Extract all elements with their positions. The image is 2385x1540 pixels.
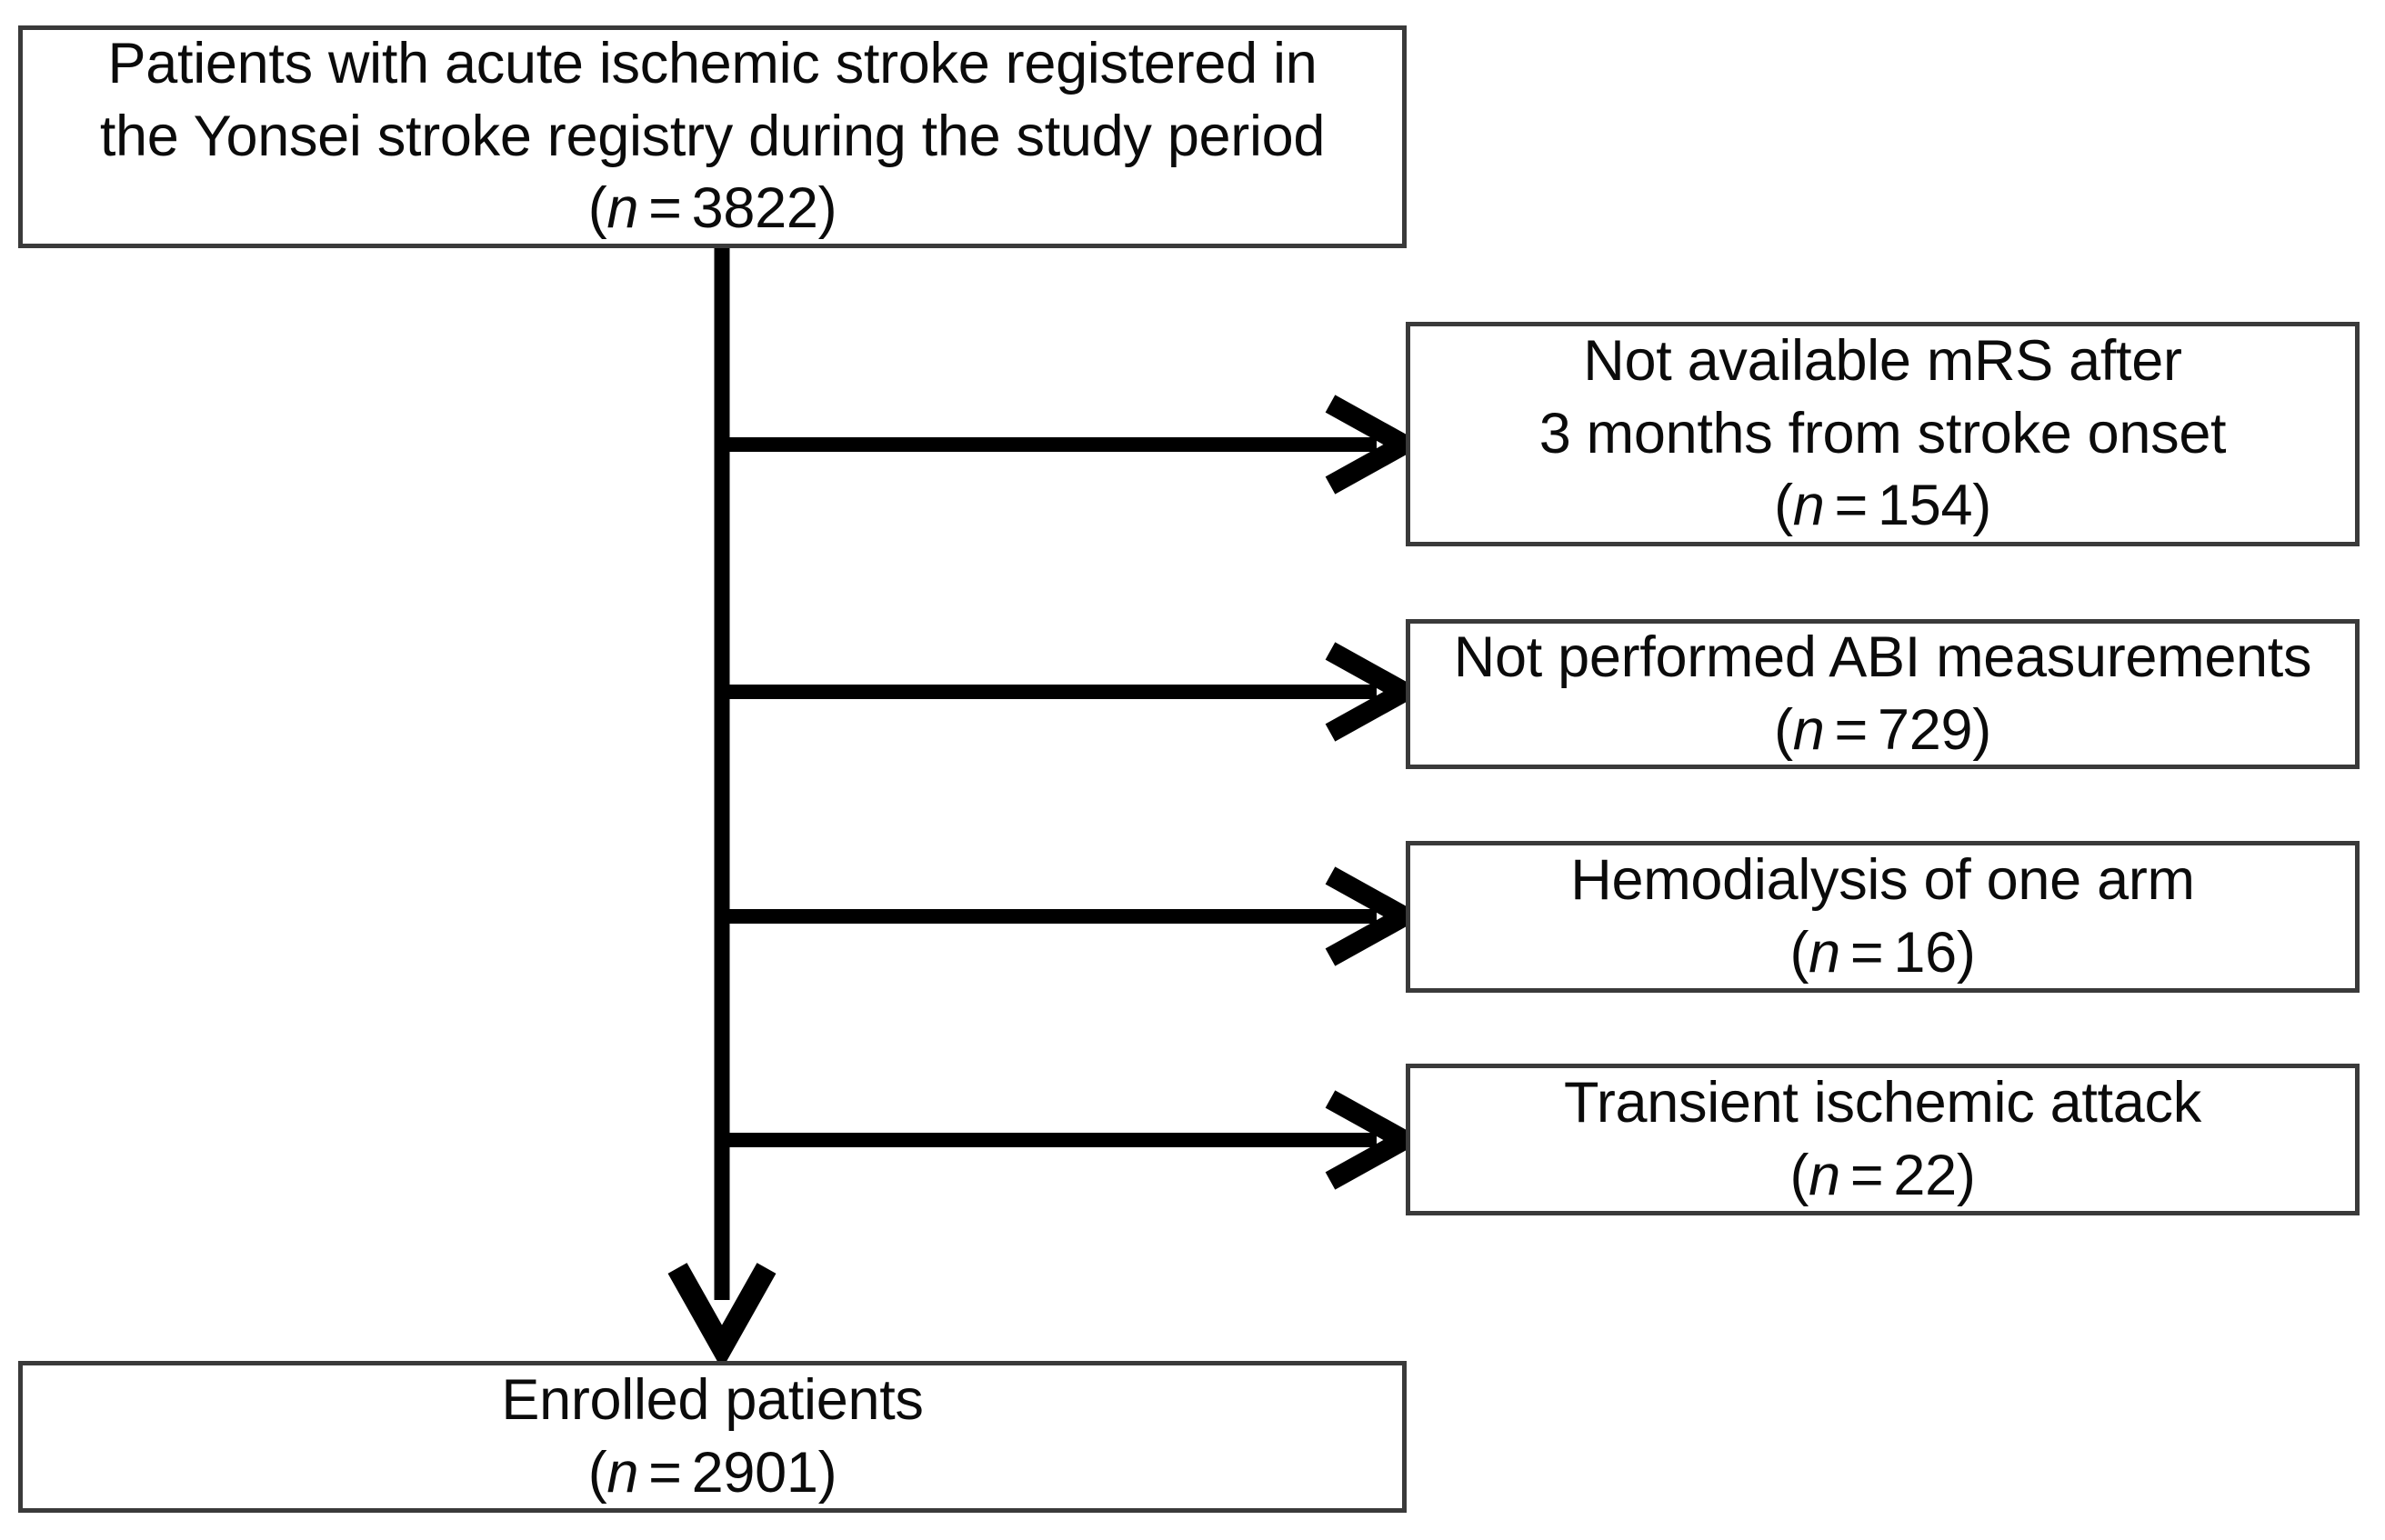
node-exclusion-no-abi: Not performed ABI measurements (n=729) — [1406, 619, 2360, 769]
equals-symbol: = — [1834, 697, 1869, 762]
node-exclusion-tia-count: (n=22) — [1789, 1140, 1975, 1212]
branch-arrowhead-3 — [1325, 866, 1425, 966]
paren-open: ( — [1789, 1143, 1809, 1207]
n-symbol: n — [1809, 1143, 1840, 1207]
node-registered-patients-count: (n=3822) — [588, 173, 837, 245]
node-exclusion-no-mrs-line-1: Not available mRS after — [1583, 329, 2182, 394]
paren-close: ) — [1972, 474, 1991, 538]
equals-symbol: = — [648, 1440, 682, 1505]
paren-open: ( — [1774, 474, 1793, 538]
paren-close: ) — [1956, 920, 1976, 985]
node-enrolled-patients: Enrolled patients (n=2901) — [18, 1361, 1407, 1513]
node-exclusion-hemodialysis-count: (n=16) — [1789, 917, 1975, 989]
equals-symbol: = — [1834, 474, 1869, 538]
equals-symbol: = — [1849, 920, 1884, 985]
node-exclusion-no-abi-line-1: Not performed ABI measurements — [1453, 625, 2312, 690]
paren-close: ) — [1956, 1143, 1976, 1207]
paren-close: ) — [1972, 697, 1991, 762]
node-exclusion-hemodialysis-count-value: 16 — [1893, 920, 1957, 985]
paren-open: ( — [1789, 920, 1809, 985]
node-enrolled-patients-count: (n=2901) — [588, 1437, 837, 1509]
node-registered-patients-line-1: Patients with acute ischemic stroke regi… — [107, 32, 1318, 96]
branch-arrowhead-1 — [1325, 395, 1425, 495]
n-symbol: n — [606, 1440, 639, 1505]
node-exclusion-no-abi-count-value: 729 — [1878, 697, 1973, 762]
node-exclusion-no-mrs-count-value: 154 — [1878, 474, 1973, 538]
node-exclusion-tia-count-value: 22 — [1893, 1143, 1957, 1207]
n-symbol: n — [606, 176, 639, 241]
equals-symbol: = — [648, 176, 682, 241]
node-exclusion-hemodialysis: Hemodialysis of one arm (n=16) — [1406, 841, 2360, 993]
n-symbol: n — [1792, 697, 1825, 762]
branch-arrowhead-4 — [1325, 1090, 1425, 1190]
node-exclusion-no-mrs-line-2: 3 months from stroke onset — [1538, 401, 2227, 465]
paren-close: ) — [817, 1440, 837, 1505]
node-registered-patients-count-value: 3822 — [691, 176, 818, 241]
node-exclusion-tia-line-1: Transient ischemic attack — [1564, 1071, 2201, 1135]
node-exclusion-no-mrs-count: (n=154) — [1774, 470, 1991, 542]
node-enrolled-patients-line-1: Enrolled patients — [501, 1368, 924, 1433]
paren-open: ( — [1774, 697, 1793, 762]
node-exclusion-tia: Transient ischemic attack (n=22) — [1406, 1064, 2360, 1215]
node-registered-patients: Patients with acute ischemic stroke regi… — [18, 25, 1407, 248]
paren-open: ( — [587, 176, 607, 241]
node-registered-patients-line-2: the Yonsei stroke registry during the st… — [99, 104, 1326, 168]
branch-arrowhead-2 — [1325, 642, 1425, 742]
n-symbol: n — [1792, 474, 1825, 538]
paren-open: ( — [587, 1440, 607, 1505]
equals-symbol: = — [1849, 1143, 1884, 1207]
node-exclusion-no-mrs: Not available mRS after 3 months from st… — [1406, 322, 2360, 546]
node-exclusion-hemodialysis-line-1: Hemodialysis of one arm — [1570, 848, 2195, 913]
paren-close: ) — [817, 176, 837, 241]
node-exclusion-no-abi-count: (n=729) — [1774, 695, 1991, 766]
trunk-arrowhead-down — [667, 1263, 777, 1370]
n-symbol: n — [1809, 920, 1840, 985]
node-enrolled-patients-count-value: 2901 — [691, 1440, 818, 1505]
